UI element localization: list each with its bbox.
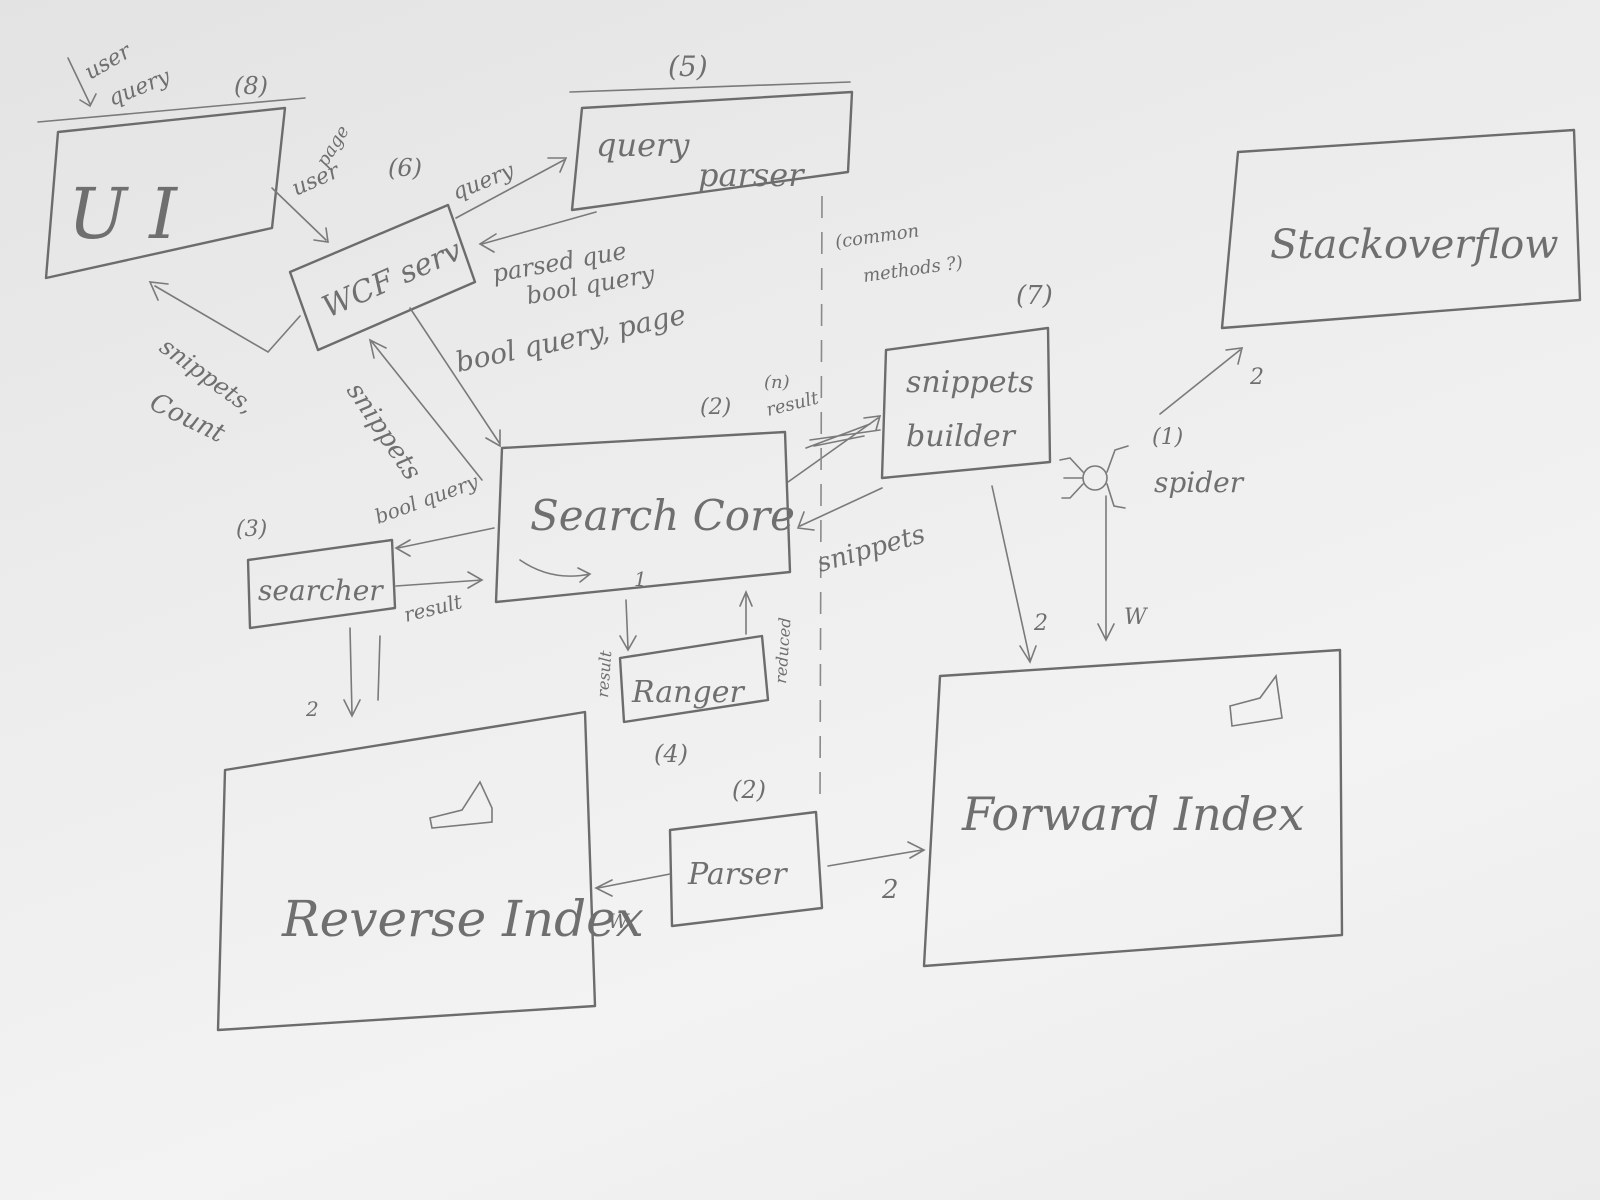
reverse-index-tab	[429, 780, 493, 829]
query-parser-label-2: parser	[698, 156, 805, 194]
query-parser-box	[570, 90, 854, 212]
forward-index-tab	[1229, 673, 1283, 727]
ranger-to-core-arrow	[739, 589, 753, 635]
spider-forward-label: W	[1124, 605, 1149, 630]
snippets-builder-number: (7)	[1016, 281, 1053, 311]
spider-label: spider	[1154, 466, 1245, 499]
spider-number: (1)	[1152, 425, 1183, 450]
parser-box	[668, 810, 824, 928]
wcf-to-ui-arrow	[148, 281, 301, 354]
parser-number: (2)	[732, 776, 766, 804]
core-snippets-number: (n)	[764, 372, 790, 393]
wcf-box	[288, 203, 477, 352]
crossed-out-scribble	[805, 423, 881, 449]
ui-box-top-line	[37, 97, 306, 123]
parser-reverse-label: W	[608, 909, 630, 933]
searcher-reverse-label: 2	[305, 697, 319, 721]
parser-label: Parser	[687, 857, 788, 892]
core-wcf-label: snippets	[340, 377, 427, 486]
parser-forward-label: 2	[881, 875, 899, 905]
snippets-forward-label: 2	[1033, 611, 1048, 636]
user-query-arrow	[67, 57, 97, 108]
snippets-core-label: snippets	[814, 519, 929, 578]
wcf-core-label: bool query, page	[453, 298, 689, 379]
stackoverflow-box	[1220, 128, 1582, 330]
query-parser-to-wcf-arrow	[478, 211, 597, 253]
query-parser-number: (5)	[668, 50, 708, 83]
ui-wcf-label-2: user	[288, 158, 344, 201]
ranger-number: (4)	[654, 740, 688, 768]
search-core-mark: 1	[634, 567, 647, 591]
search-core-box	[494, 430, 792, 604]
snippets-builder-box	[880, 326, 1052, 480]
spider-to-forward-arrow	[1097, 495, 1115, 642]
ui-number: (8)	[234, 72, 268, 100]
ranger-core-label: reduced	[771, 617, 795, 685]
spider-to-stackoverflow-arrow	[1159, 347, 1244, 415]
core-to-snippets-arrow	[787, 415, 882, 483]
spider-stackoverflow-label: 2	[1249, 365, 1264, 390]
wcf-to-core-arrow	[409, 307, 501, 448]
common-methods-label-1: (common	[834, 220, 921, 253]
reverse-index-label: Reverse Index	[281, 890, 644, 948]
core-to-ranger-arrow	[619, 599, 637, 652]
searcher-to-core-arrow	[395, 571, 484, 589]
search-core-number: (2)	[700, 395, 731, 420]
ui-label: U I	[68, 173, 178, 255]
wcf-to-query-parser-arrow	[455, 157, 568, 219]
query-parser-label-1: query	[596, 126, 690, 164]
spider-icon	[1059, 445, 1129, 509]
core-self-loop	[519, 559, 592, 583]
core-to-searcher-arrow	[394, 527, 495, 557]
core-searcher-label: bool query	[372, 469, 482, 529]
searcher-core-label: result	[401, 589, 465, 627]
searcher-to-reverse-arrow	[343, 627, 361, 718]
ranger-label: Ranger	[631, 675, 745, 710]
parser-to-forward-arrow	[827, 841, 926, 867]
core-to-wcf-arrow	[368, 338, 483, 481]
snippets-to-forward-arrow	[991, 485, 1037, 664]
snippets-to-core-arrow	[796, 487, 883, 531]
searcher-label: searcher	[258, 574, 384, 607]
searcher-number: (3)	[236, 517, 267, 542]
searcher-box	[246, 538, 397, 630]
snippets-builder-label-2: builder	[906, 419, 1017, 454]
snippets-builder-label-1: snippets	[906, 365, 1034, 400]
wcf-label: WCF serv	[317, 233, 467, 325]
parser-to-reverse-arrow	[594, 873, 671, 897]
ui-to-wcf-arrow	[271, 187, 329, 243]
stackoverflow-label: Stackoverflow	[1270, 222, 1558, 268]
search-core-label: Search Core	[530, 491, 795, 540]
reverse-index-box	[216, 710, 597, 1032]
forward-index-box	[922, 648, 1344, 968]
forward-index-label: Forward Index	[961, 787, 1304, 841]
common-methods-divider	[819, 195, 823, 801]
core-ranger-label: result	[593, 649, 615, 698]
wcf-number: (6)	[388, 154, 422, 182]
reverse-to-searcher-line	[377, 635, 381, 701]
ui-box	[44, 106, 287, 280]
wcf-qp-label: query	[449, 158, 518, 205]
query-parser-top-line	[569, 81, 851, 93]
ranger-box	[618, 634, 770, 724]
common-methods-label-2: methods ?)	[862, 252, 964, 287]
